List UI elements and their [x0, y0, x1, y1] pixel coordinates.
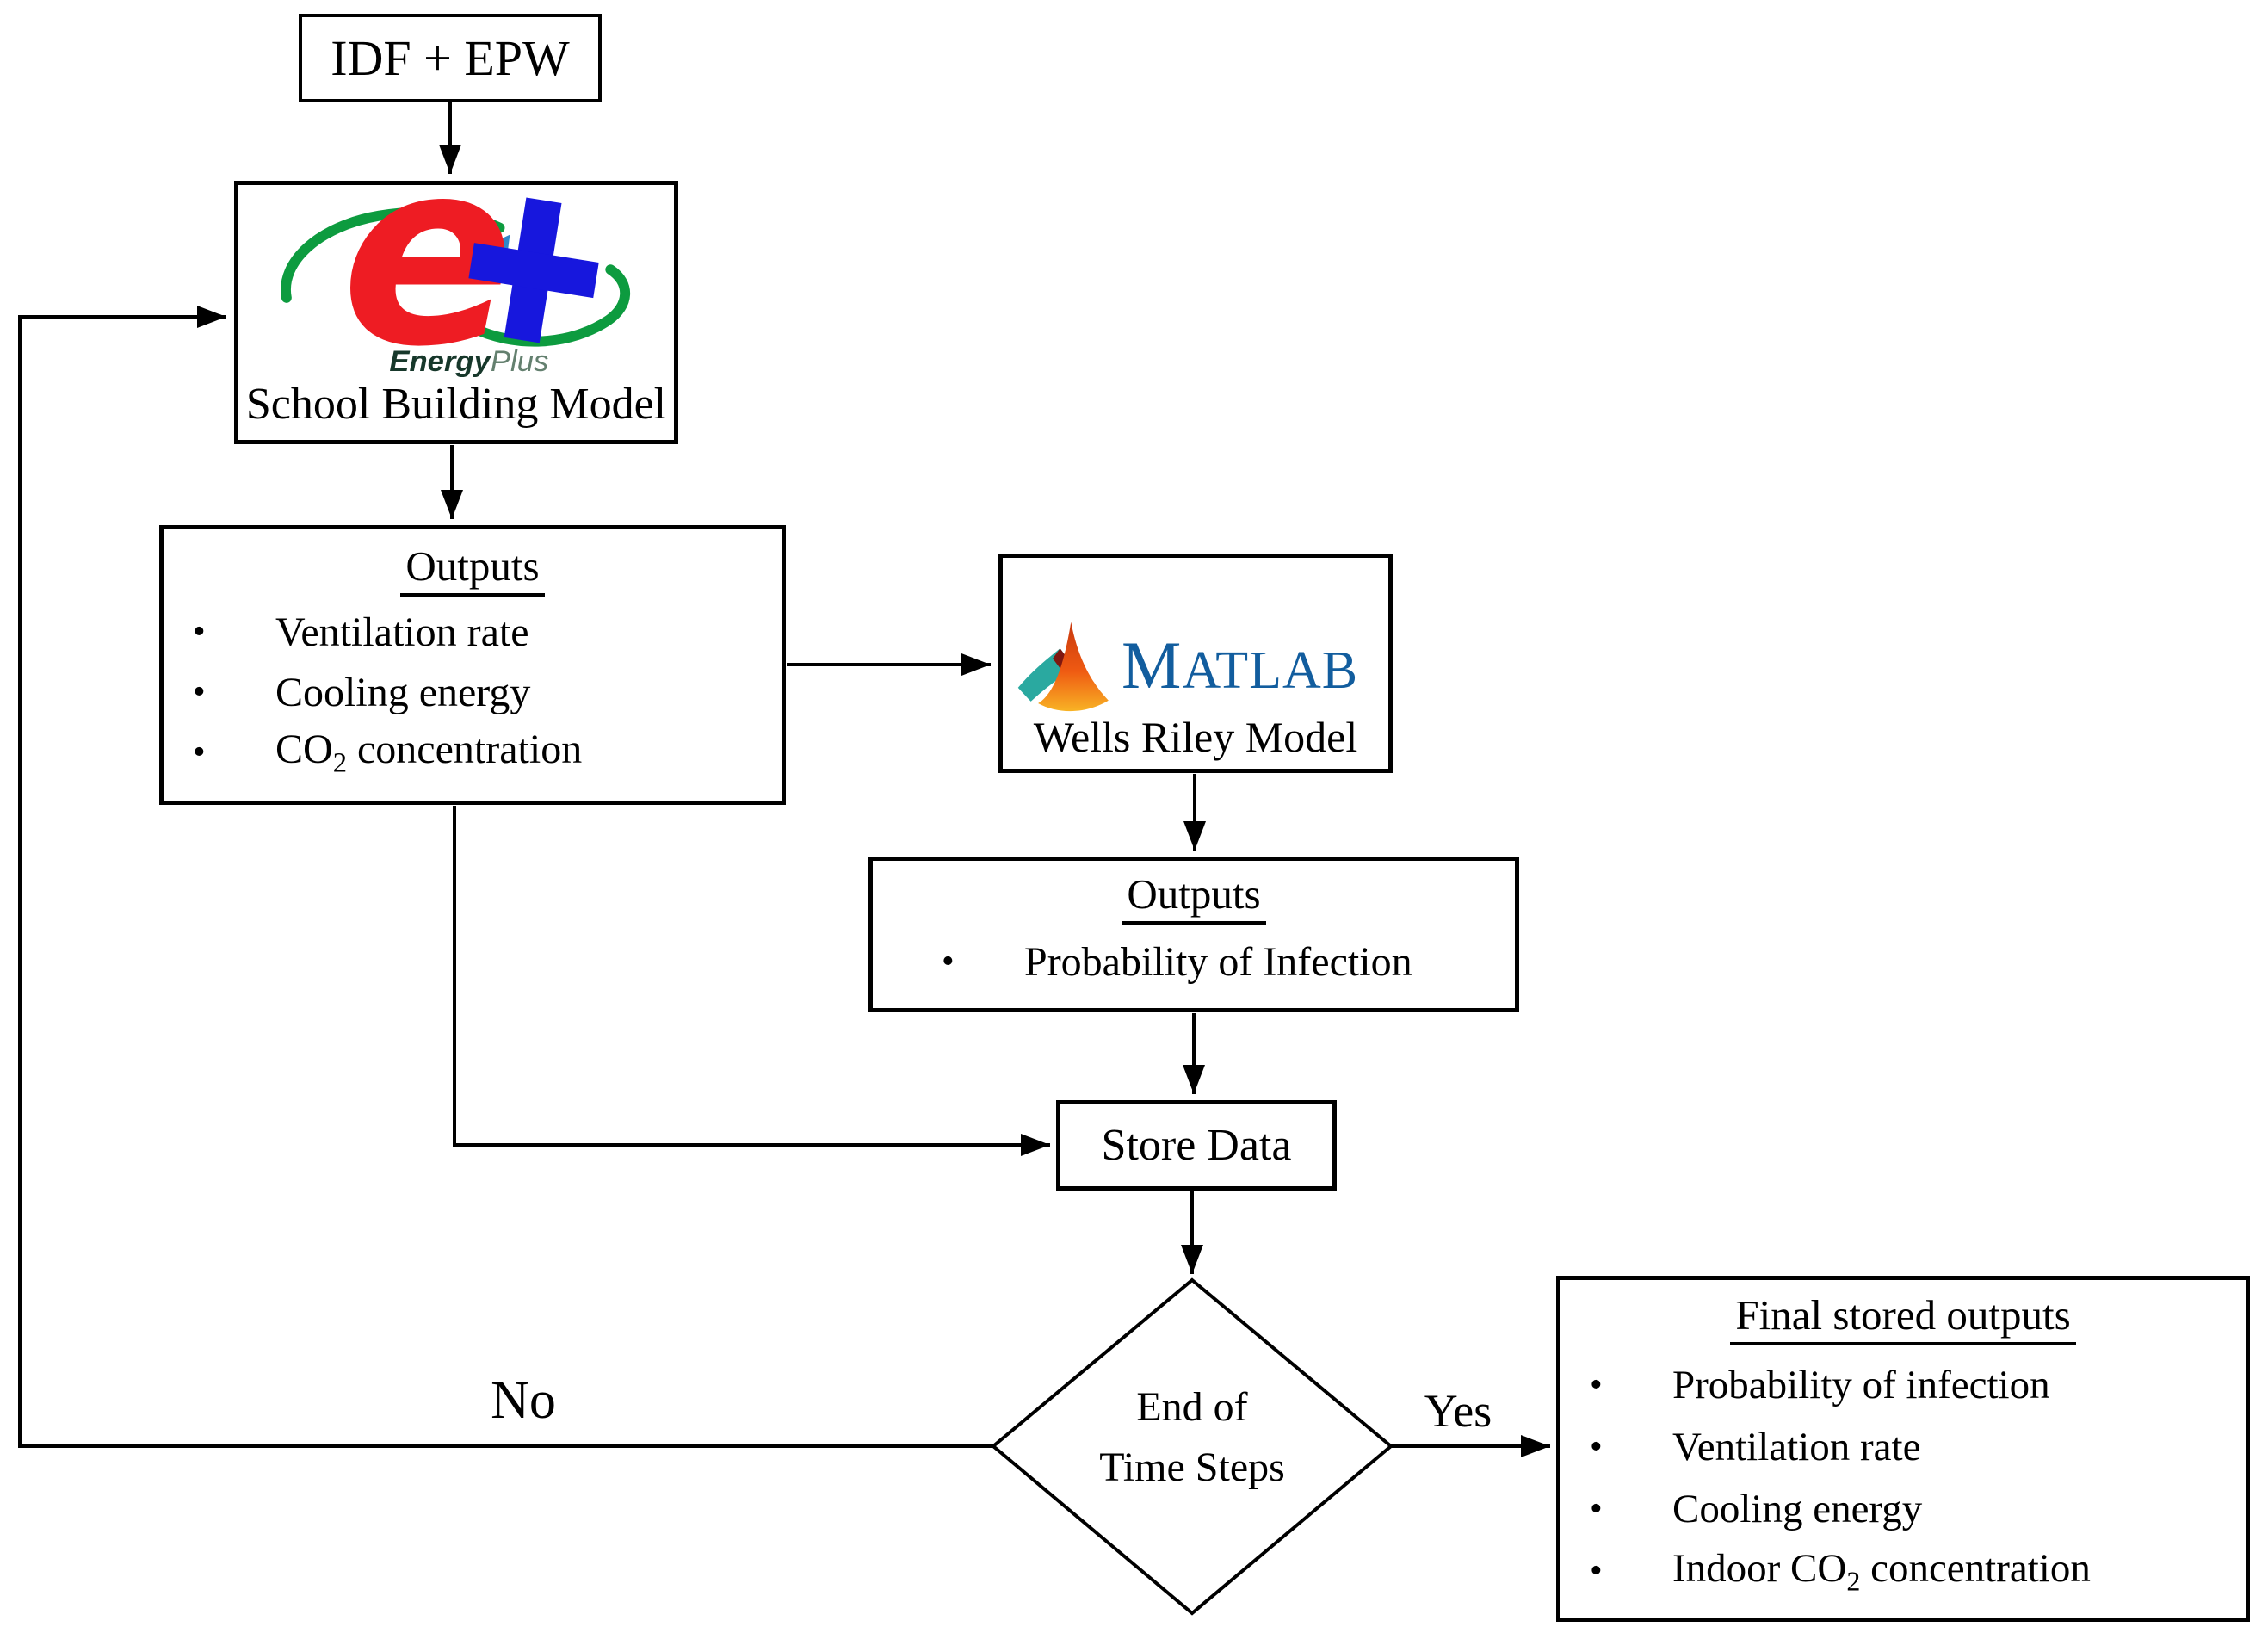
node-wells-riley-model: MATLAB Wells Riley Model: [998, 554, 1393, 773]
bullet-item: • Ventilation rate: [164, 602, 782, 662]
bullet-dot: •: [193, 672, 206, 712]
outputs-bullet-list: • Ventilation rate • Cooling energy • CO2 con…: [164, 602, 782, 782]
bullet-text: Probability of Infection: [1024, 938, 1412, 985]
final-outputs-bullet-list: • Probability of infection • Ventilation ra…: [1560, 1354, 2246, 1602]
node-final-stored-outputs: Final stored outputs • Probability of inf…: [1556, 1276, 2250, 1622]
bullet-item: • CO2 concentration: [164, 722, 782, 782]
node-energyplus-outputs: Outputs • Ventilation rate • Cooling energy…: [159, 525, 786, 805]
node-idf-epw: IDF + EPW: [299, 14, 602, 102]
energyplus-plus-icon: [468, 197, 599, 343]
bullet-item: • Probability of infection: [1560, 1354, 2246, 1416]
energyplus-wordmark-light: Plus: [491, 345, 548, 378]
bullet-dot: •: [1590, 1427, 1603, 1467]
outputs-title: Outputs: [873, 869, 1515, 925]
matlab-logo-icon: [1017, 622, 1109, 712]
edge-outputs-to-store-elbow: [453, 806, 1050, 1156]
svg-text:EnergyPlus: EnergyPlus: [389, 345, 548, 378]
decision-line1: End of: [1136, 1384, 1248, 1430]
decision-diamond-shape: [990, 1277, 1394, 1616]
bullet-dot: •: [1590, 1489, 1603, 1529]
bullet-text: Ventilation rate: [1672, 1425, 1921, 1469]
edge-decision-no-loop: [18, 306, 993, 1448]
outputs-bullet-list: • Probability of Infection: [873, 930, 1515, 993]
energyplus-logo-icon: e EnergyPlus: [281, 197, 631, 378]
decision-line2: Time Steps: [1099, 1444, 1285, 1490]
bullet-item: • Ventilation rate: [1560, 1416, 2246, 1478]
school-building-model-label: School Building Model: [245, 380, 667, 429]
matlab-wordmark: MATLAB: [1122, 628, 1359, 702]
bullet-text: Cooling energy: [1672, 1487, 1923, 1531]
idf-epw-label: IDF + EPW: [331, 30, 570, 86]
bullet-dot: •: [1590, 1551, 1603, 1591]
no-label: No: [491, 1371, 556, 1430]
bullet-text: CO2 concentration: [275, 726, 583, 779]
bullet-dot: •: [1590, 1365, 1603, 1405]
wells-riley-model-label: Wells Riley Model: [1033, 713, 1358, 761]
bullet-item: • Indoor CO2 concentration: [1560, 1540, 2246, 1602]
bullet-text: Ventilation rate: [275, 609, 529, 655]
node-end-of-time-steps: End of Time Steps: [1059, 1377, 1326, 1498]
node-school-building-model: e EnergyPlus School Building Model: [234, 181, 678, 444]
bullet-text: Cooling energy: [275, 669, 531, 715]
bullet-item: • Cooling energy: [164, 662, 782, 722]
node-matlab-outputs: Outputs • Probability of Infection: [868, 857, 1519, 1012]
store-data-label: Store Data: [1101, 1121, 1292, 1170]
bullet-dot: •: [193, 612, 206, 652]
energyplus-e-letter: e: [341, 197, 515, 378]
energyplus-wordmark-bold: Energy: [389, 345, 491, 378]
bullet-text: Indoor CO2 concentration: [1672, 1545, 2091, 1597]
yes-label: Yes: [1424, 1385, 1492, 1437]
bullet-item: • Cooling energy: [1560, 1478, 2246, 1540]
bullet-item: • Probability of Infection: [873, 930, 1515, 993]
final-outputs-title: Final stored outputs: [1560, 1290, 2246, 1345]
bullet-text: Probability of infection: [1672, 1363, 2050, 1407]
node-store-data: Store Data: [1056, 1100, 1337, 1191]
bullet-dot: •: [942, 942, 955, 981]
bullet-dot: •: [193, 733, 206, 772]
outputs-title: Outputs: [164, 541, 782, 597]
